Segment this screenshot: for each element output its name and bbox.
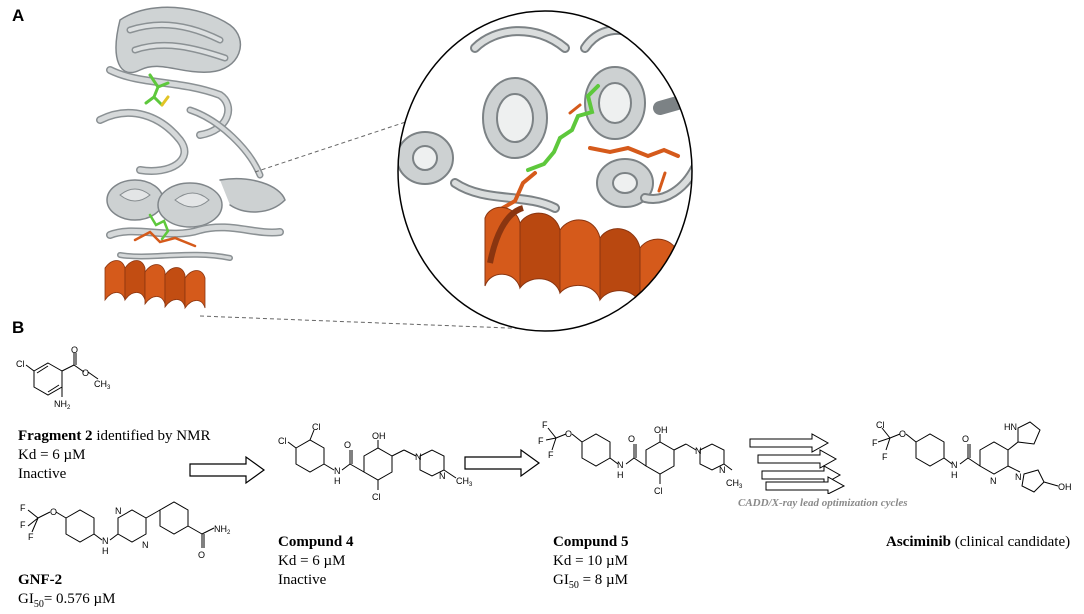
compound5-f1: F <box>542 420 548 430</box>
fragment2-nh2: NH2 <box>54 399 71 411</box>
gnf2-gi50: GI50= 0.576 µM <box>18 591 116 610</box>
compound4-cl-para: Cl <box>278 436 287 446</box>
optimization-note: CADD/X-ray lead optimization cycles <box>738 497 908 509</box>
gnf2-carbonyl-o: O <box>198 550 205 560</box>
protein-structure-overview <box>96 6 286 310</box>
panel-label-a: A <box>12 6 25 25</box>
compound5-f2: F <box>538 436 544 446</box>
fragment2-ester-o: O <box>82 368 89 378</box>
gnf2-caption: GNF-2 GI50= 0.576 µM <box>18 571 116 614</box>
fragment2-cl-atom: Cl <box>16 359 25 369</box>
compound5-f3: F <box>548 450 554 460</box>
compound5-amide-n: N <box>617 460 624 470</box>
gnf2-pyrimidine-n1: N <box>115 506 122 516</box>
asciminib-caption: Asciminib (clinical candidate) <box>886 533 1070 552</box>
compound4-methyl: CH3 <box>456 476 473 488</box>
compound5-gi50: GI50 = 8 µM <box>553 572 629 591</box>
compound5-caption: Compund 5 Kd = 10 µM GI50 = 8 µM <box>553 533 628 595</box>
fragment2-kd: Kd = 6 µM <box>18 447 86 463</box>
zoomed-binding-site <box>397 10 693 332</box>
asciminib-carbonyl-o: O <box>962 434 969 444</box>
compound4-piperazine-n2: N <box>439 471 446 481</box>
asciminib-amide-h: H <box>951 470 958 480</box>
compound5-piperazine-n1: N <box>695 446 702 456</box>
fragment2-method: identified by NMR <box>92 428 211 444</box>
compound4-cl-ring: Cl <box>372 492 381 502</box>
compound4-piperazine-n1: N <box>415 452 422 462</box>
asciminib-f2: F <box>882 452 888 462</box>
panel-label-b: B <box>12 318 25 337</box>
compound5-carbonyl-o: O <box>628 434 635 444</box>
compound5-structure: F F F O O OH N H Cl N N CH3 <box>538 420 743 496</box>
compound4-name: Compund 4 <box>278 534 354 550</box>
compound5-amide-h: H <box>617 470 624 480</box>
asciminib-oh: OH <box>1058 482 1072 492</box>
fragment2-caption: Fragment 2 identified by NMR Kd = 6 µM I… <box>18 427 210 484</box>
gnf2-pyrimidine-n2: N <box>142 540 149 550</box>
fragment2-ch3: CH3 <box>94 379 111 391</box>
arrow-fragment-to-compound4 <box>189 455 266 485</box>
compound4-kd: Kd = 6 µM <box>278 553 346 569</box>
compound4-caption: Compund 4 Kd = 6 µM Inactive <box>278 533 353 590</box>
compound4-cl-meta: Cl <box>312 422 321 432</box>
gnf2-nh: N <box>102 536 109 546</box>
asciminib-pyrazole-hn: HN <box>1004 422 1017 432</box>
fragment2-structure: Cl O O NH2 CH3 <box>16 345 111 411</box>
compound5-ether-o: O <box>565 429 572 439</box>
fragment2-activity: Inactive <box>18 466 67 482</box>
asciminib-amide-n: N <box>951 460 958 470</box>
gnf2-h: H <box>102 546 109 556</box>
gnf2-nh2: NH2 <box>214 524 231 536</box>
gnf2-f3: F <box>28 532 34 542</box>
gnf2-o: O <box>50 507 57 517</box>
compound4-carbonyl-o: O <box>344 440 351 450</box>
fragment2-name: Fragment 2 <box>18 428 93 444</box>
compound4-structure: Cl Cl O OH N H Cl N N CH3 <box>278 422 473 502</box>
compound4-amide-h: H <box>334 476 341 486</box>
asciminib-f1: F <box>872 438 878 448</box>
asciminib-name: Asciminib <box>886 534 952 550</box>
asciminib-pyridine-n: N <box>990 476 997 486</box>
gnf2-structure: F F F O N H N N O NH2 <box>20 501 231 560</box>
asciminib-cl: Cl <box>876 420 885 430</box>
compound5-cl: Cl <box>654 486 663 496</box>
optimization-cycle-arrows <box>749 433 846 494</box>
compound5-piperazine-n2: N <box>719 465 726 475</box>
compound5-name: Compund 5 <box>553 534 629 550</box>
compound5-kd: Kd = 10 µM <box>553 553 629 569</box>
asciminib-pyrrolidine-n: N <box>1015 472 1022 482</box>
fragment2-carbonyl-o: O <box>71 345 78 355</box>
gnf2-f1: F <box>20 503 26 513</box>
compound4-activity: Inactive <box>278 572 327 588</box>
compound4-amide-n: N <box>334 466 341 476</box>
gnf2-name: GNF-2 <box>18 572 63 588</box>
gnf2-f2: F <box>20 520 26 530</box>
compound4-oh: OH <box>372 431 386 441</box>
compound5-oh: OH <box>654 425 668 435</box>
asciminib-structure: Cl F F O O N H N HN N OH <box>872 420 1072 493</box>
arrow-compound4-to-compound5 <box>464 448 541 478</box>
compound5-methyl: CH3 <box>726 478 743 490</box>
asciminib-ether-o: O <box>899 429 906 439</box>
asciminib-status: (clinical candidate) <box>951 534 1071 550</box>
